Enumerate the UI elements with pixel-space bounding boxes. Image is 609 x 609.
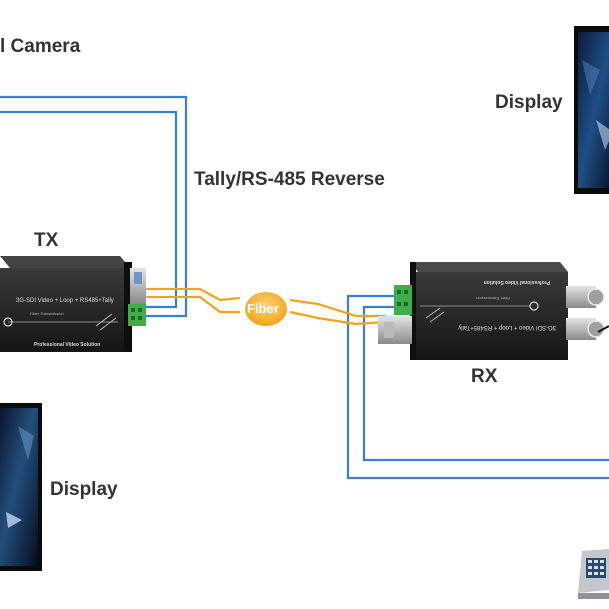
fiber-label: Fiber [247,301,279,316]
display-bottom-label: Display [50,479,118,500]
display-monitor-top [574,26,609,194]
rx-device-title: 3G-SDI Video + Loop + RS485+Tally [458,324,556,330]
rx-device: Professional Video Solution Fiber Transm… [378,262,609,360]
tx-device: 3G-SDI Video + Loop + RS485+Tally Fiber … [0,256,146,352]
fiber-cables [146,287,387,326]
camera-tx-cables [0,95,188,318]
tx-device-brand: Professional Video Solution [34,342,100,348]
tx-label: TX [34,230,59,251]
rx-device-sub: Fiber Transmission [476,296,510,301]
keyboard-controller [578,549,609,599]
camera-label: l Camera [0,36,81,57]
fiber-badge [245,292,287,326]
display-top-label: Display [495,92,563,113]
display-monitor-bottom [0,403,42,571]
tally-rs485-label: Tally/RS-485 Reverse [194,169,385,190]
rx-label: RX [471,366,498,387]
tx-device-sub: Fiber Transmission [30,311,64,316]
rx-return-cables [346,294,609,480]
tx-device-title: 3G-SDI Video + Loop + RS485+Tally [16,298,114,304]
rx-device-brand: Professional Video Solution [484,279,550,285]
